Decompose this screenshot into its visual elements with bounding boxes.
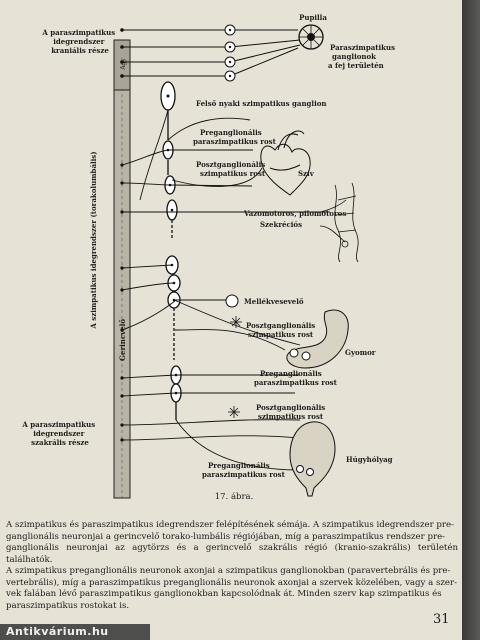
pupil-icon [298,24,324,50]
agy-label: Agy [120,58,127,71]
gerincvelo-label: Gerincvelő [118,319,127,361]
felso-nyaki-label: Felső nyaki szimpatikus ganglion [196,99,327,108]
autonomic-nervous-system-diagram: Agy A paraszimpatikus idegrendszer krani… [21,13,397,499]
star-ganglion-icon [228,316,242,418]
pregang-parasym-label-3: Preganglionális paraszimpatikus rost [202,461,286,479]
bladder-ganglia [296,465,314,476]
parasym-sacral-label: A paraszimpatikus idegrendszer szakrális… [21,420,97,447]
watermark-text: Antikvárium.hu [6,625,109,638]
parasym-cranial-label: A paraszimpatikus idegrendszer kraniális… [41,28,117,55]
cranial-ganglia [224,24,236,82]
gyomor-label: Gyomor [345,348,376,357]
body-line: ganglionális neuronjai az agytörzs és a … [6,543,458,565]
heart-icon [260,130,311,196]
sympathetic-chain [160,81,182,420]
pregang-parasym-label-2: Preganglionális paraszimpatikus rost [254,369,338,387]
adrenal-icon [225,294,239,308]
spine-dots [120,163,124,442]
body-line: ganglionális neuronjai a gerincvelő tora… [6,531,446,542]
body-line: A szimpatikus és paraszimpatikus idegren… [6,520,455,530]
body-line: A szimpatikus preganglionális neuronok a… [6,566,451,576]
ganglion-dots-cranial [120,28,232,78]
body-line: vertebrális), míg a paraszimpatikus preg… [6,577,458,588]
skin-gland-icon [319,182,359,263]
postgang-sym-label-2: Posztganglionális szimpatikus rost [256,403,328,421]
figure-caption: 17. ábra. [214,492,254,502]
szekrecios-label: Szekréciós [260,220,302,229]
parasym-ganglia-label: Paraszimpatikus ganglionok a fej terület… [328,43,397,70]
mellekvesevelo-label: Mellékvesevelő [244,297,304,306]
page-number: 31 [433,612,450,627]
body-line: paraszimpatikus rostokat is. [6,600,130,611]
vazomotoros-label: Vazomotoros, pilomotoros [243,209,346,218]
book-spine [462,0,480,640]
bladder-icon [289,421,336,497]
stomach-icon [286,309,349,369]
sympathetic-fibers [121,109,330,471]
cranial-fibers [122,29,301,77]
pregang-parasym-label-1: Preganglionális paraszimpatikus rost [193,128,277,146]
sziv-label: Szív [298,169,315,178]
sympathetic-vertical-label: A szimpatikus idegrendszer (torakolumbál… [89,151,98,329]
postgang-sym-label-1: Posztganglionális szimpatikus rost [196,160,268,178]
pupilla-label: Pupilla [299,13,327,22]
body-text: A szimpatikus és paraszimpatikus idegren… [6,520,458,612]
stomach-ganglia [289,348,311,361]
body-line: vek falában lévő paraszimpatikus ganglio… [6,589,442,599]
postgang-parasym-label: Posztganglionális szimpatikus rost [246,321,318,339]
hugyholyag-label: Húgyhólyag [346,455,393,464]
watermark-bar: Antikvárium.hu [0,624,150,640]
